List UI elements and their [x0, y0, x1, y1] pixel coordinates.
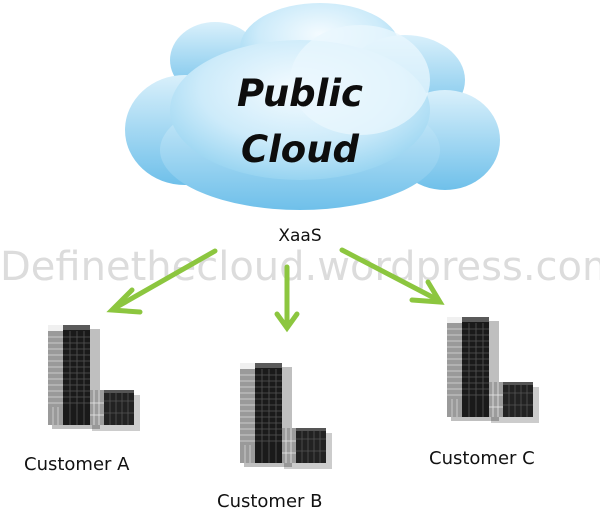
cloud-icon [125, 3, 500, 210]
arrow-to-customer-a [106, 248, 218, 315]
building-icon-customer-b [240, 363, 332, 469]
customer-a-label: Customer A [24, 454, 130, 475]
cloud-title-line1: Public [237, 72, 363, 115]
cloud-title-line2: Cloud [240, 128, 360, 171]
customer-b-label: Customer B [217, 491, 323, 512]
cloud-shape [125, 3, 500, 210]
building-icon-customer-c [447, 317, 539, 423]
arrow-to-customer-b [274, 264, 300, 333]
building-icon-customer-a [48, 325, 140, 431]
watermark-text: Definethecloud.wordpress.com [0, 244, 600, 290]
arrow-to-customer-c [339, 247, 445, 305]
customer-c-label: Customer C [429, 448, 535, 469]
service-label: XaaS [278, 226, 322, 246]
